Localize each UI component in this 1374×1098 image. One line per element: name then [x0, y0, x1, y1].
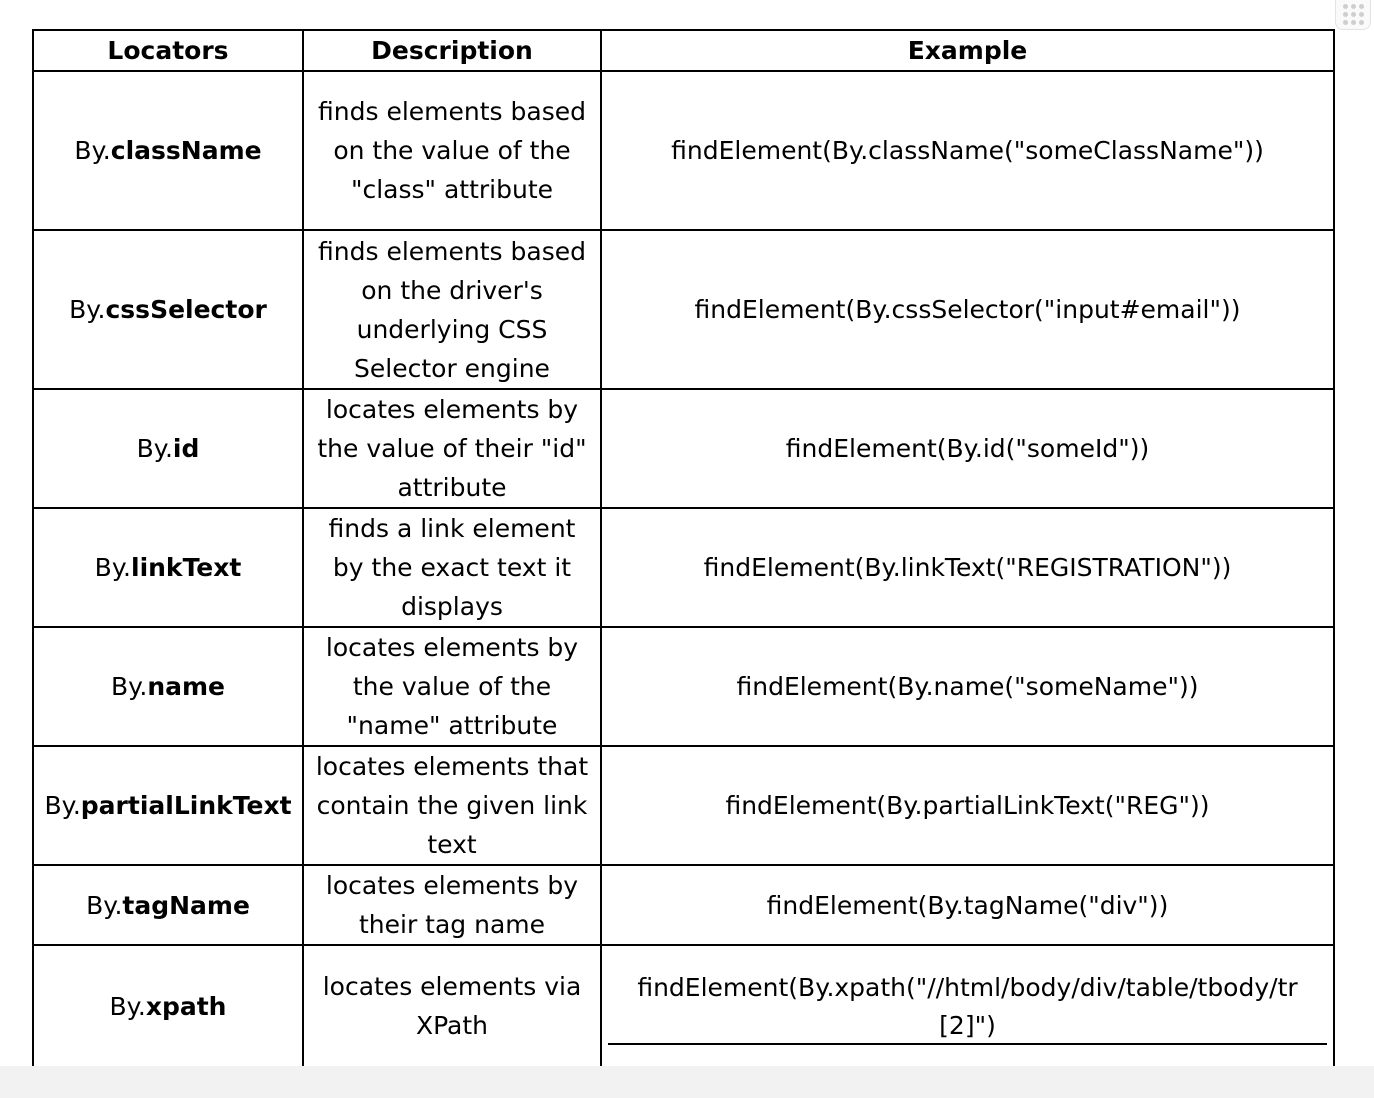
example-cell: findElement(By.cssSelector("input#email"… [600, 229, 1335, 390]
dot [1342, 20, 1348, 25]
locator-name: tagName [122, 890, 250, 920]
locator-cell: By.className [32, 70, 304, 231]
header-description: Description [302, 29, 602, 72]
table-row: By.className finds elements based on the… [32, 70, 1335, 231]
header-locators: Locators [32, 29, 304, 72]
description-cell: locates elements by the value of their "… [302, 388, 602, 509]
description-cell: locates elements via XPath [302, 944, 602, 1068]
locator-prefix: By. [86, 890, 123, 920]
table-row: By.partialLinkText locates elements that… [32, 745, 1335, 866]
table-row: By.name locates elements by the value of… [32, 626, 1335, 747]
dot [1342, 12, 1348, 17]
locator-name: name [147, 672, 225, 701]
dot [1358, 20, 1364, 25]
dot [1342, 4, 1348, 9]
locator-cell: By.partialLinkText [32, 745, 304, 866]
table-row: By.linkText finds a link element by the … [32, 507, 1335, 628]
locator-cell: By.cssSelector [32, 229, 304, 390]
table-row: By.tagName locates elements by their tag… [32, 864, 1335, 946]
locator-prefix: By. [74, 136, 111, 165]
example-cell: findElement(By.id("someId")) [600, 388, 1335, 509]
locator-prefix: By. [44, 791, 81, 820]
locator-name: linkText [131, 553, 242, 582]
locator-name: className [110, 136, 262, 165]
description-cell: finds elements based on the value of the… [302, 70, 602, 231]
locator-cell: By.tagName [32, 864, 304, 946]
locator-prefix: By. [110, 672, 148, 701]
dot [1358, 4, 1364, 9]
locator-cell: By.name [32, 626, 304, 747]
locator-name: xpath [145, 991, 227, 1021]
example-cell: findElement(By.tagName("div")) [600, 864, 1335, 946]
dot [1358, 12, 1364, 17]
locators-table: Locators Description Example By.classNam… [32, 29, 1335, 1068]
table-row: By.cssSelector finds elements based on t… [32, 229, 1335, 390]
locator-prefix: By. [94, 553, 131, 582]
example-cell: findElement(By.partialLinkText("REG")) [600, 745, 1335, 866]
header-example: Example [600, 29, 1335, 72]
example-cell: findElement(By.className("someClassName"… [600, 70, 1335, 231]
locator-prefix: By. [136, 434, 173, 463]
description-cell: finds elements based on the driver's und… [302, 229, 602, 390]
table-row: By.id locates elements by the value of t… [32, 388, 1335, 509]
locator-cell: By.xpath [32, 944, 304, 1068]
locator-prefix: By. [69, 295, 106, 324]
locator-name: cssSelector [105, 295, 267, 324]
locator-cell: By.id [32, 388, 304, 509]
dot [1350, 12, 1356, 17]
dot [1350, 20, 1356, 25]
table-row: By.xpath locates elements via XPath find… [32, 944, 1335, 1068]
locator-prefix: By. [109, 991, 146, 1021]
locator-name: partialLinkText [80, 791, 292, 820]
locator-cell: By.linkText [32, 507, 304, 628]
example-cell: findElement(By.name("someName")) [600, 626, 1335, 747]
dot [1350, 4, 1356, 9]
example-text: findElement(By.xpath("//html/body/div/ta… [608, 967, 1327, 1045]
example-cell: findElement(By.xpath("//html/body/div/ta… [600, 944, 1335, 1068]
description-cell: locates elements that contain the given … [302, 745, 602, 866]
example-cell: findElement(By.linkText("REGISTRATION")) [600, 507, 1335, 628]
description-cell: locates elements by their tag name [302, 864, 602, 946]
locator-name: id [172, 434, 200, 463]
bottom-band [0, 1066, 1374, 1098]
table-header-row: Locators Description Example [32, 29, 1335, 72]
drag-dots-icon[interactable] [1335, 0, 1371, 30]
description-cell: locates elements by the value of the "na… [302, 626, 602, 747]
description-cell: finds a link element by the exact text i… [302, 507, 602, 628]
